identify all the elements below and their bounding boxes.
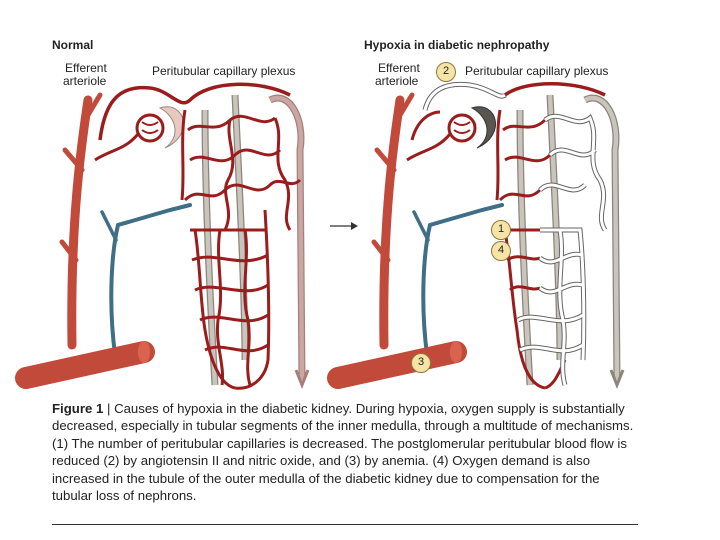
normal-efferent-label-line2: arteriole [63,74,107,88]
hypoxia-glomerulus [447,113,477,143]
caption-separator: | [103,401,115,416]
hypoxia-panel-title: Hypoxia in diabetic nephropathy [364,38,550,52]
normal-artery [67,95,93,350]
hypoxia-efferent-label-line1: Efferent [378,61,420,75]
normal-vein [109,203,192,357]
marker-1-badge: 1 [491,220,511,240]
caption-bottom-rule [52,524,638,525]
hypoxia-efferent-label-line2: arteriole [375,74,419,88]
hypoxia-tubule-loop [583,94,621,381]
normal-arcuate-artery [15,341,155,389]
normal-vein-branch [100,210,118,242]
normal-artery-branch [59,239,79,263]
hypoxia-artery [379,95,405,350]
hypoxia-constricted-efferent [422,81,507,111]
normal-artery-branch [62,147,85,173]
normal-panel [15,82,310,390]
marker-2-badge: 2 [436,62,456,82]
figure-caption: Figure 1 | Causes of hypoxia in the diab… [52,400,642,504]
figure-label: Figure 1 [52,401,104,416]
normal-plexus-label: Peritubular capillary plexus [152,64,296,78]
normal-capillary-plexus [180,109,302,390]
normal-artery-branch-top [85,92,103,118]
hypoxia-arcuate-artery [327,341,467,389]
transition-arrow [330,222,358,230]
marker-4-badge: 4 [491,241,511,261]
hypoxia-vein [421,203,504,357]
normal-tubule-loop [268,94,306,381]
kidney-hypoxia-diagram [15,81,625,390]
hypoxia-panel [327,81,625,390]
normal-arcuate-artery-end [138,341,150,363]
normal-glomerulus [135,113,165,143]
hypoxia-bowman-capsule [470,106,496,149]
caption-text: Causes of hypoxia in the diabetic kidney… [52,401,634,504]
hypoxia-plexus-label: Peritubular capillary plexus [465,64,609,78]
normal-bowman-capsule [158,106,184,149]
normal-panel-title: Normal [52,38,94,52]
marker-3-badge: 3 [411,353,431,373]
normal-efferent-label-line1: Efferent [65,61,107,75]
